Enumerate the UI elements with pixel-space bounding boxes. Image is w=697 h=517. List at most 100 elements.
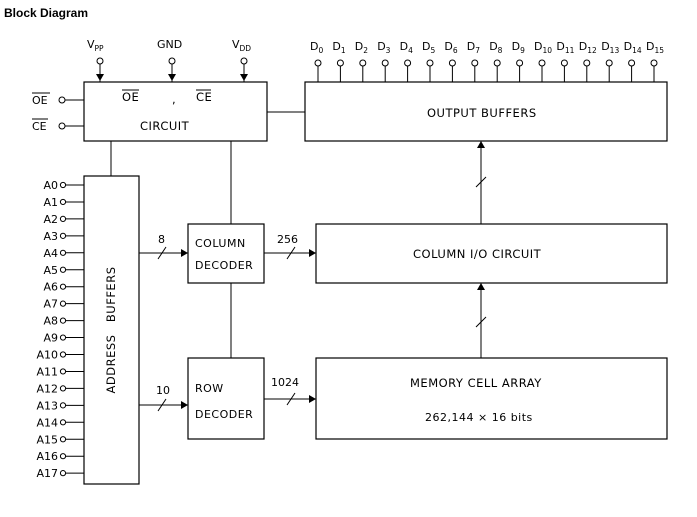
bus-addr-to-row: 10 (139, 384, 188, 412)
data-pin-label: D5 (422, 40, 435, 55)
bus-addr-to-col: 8 (139, 233, 188, 260)
address-pin-terminal (59, 385, 67, 392)
data-pin-terminal (336, 59, 344, 67)
data-pin-terminal (650, 59, 658, 67)
control-circuit-block: OE , CE CIRCUIT (83, 81, 268, 142)
address-pin-label: A1 (43, 196, 58, 209)
ce-pin-label: CE (32, 120, 47, 133)
bus-slash (286, 392, 296, 406)
bus-slash (286, 246, 296, 260)
bus-col-to-io: 256 (264, 233, 316, 260)
memory-array-block: MEMORY CELL ARRAY 262,144 × 16 bits (315, 357, 668, 440)
address-pin-label: A17 (36, 467, 58, 480)
address-pins: A0A1A2A3A4A5A6A7A8A9A10A11A12A13A14A15A1… (36, 179, 84, 480)
oe-pin-terminal (58, 96, 66, 104)
column-io-block: COLUMN I/O CIRCUIT (315, 223, 668, 284)
column-decoder-block: COLUMN DECODER (187, 223, 265, 284)
power-pin-label: VPP (87, 38, 104, 53)
bus-arrow (477, 283, 485, 290)
oe-pin-label: OE (32, 94, 48, 107)
data-pin-terminal (493, 59, 501, 67)
address-pin-terminal (59, 181, 67, 189)
power-pin-terminal (240, 57, 248, 65)
column-decoder-label-line1: COLUMN (195, 237, 246, 250)
bus-arrow (181, 401, 188, 409)
data-pin-label: D8 (489, 40, 502, 55)
data-pin-terminal (583, 59, 591, 67)
data-pin-label: D0 (310, 40, 323, 55)
address-pin-terminal (59, 232, 67, 239)
data-pin-terminal (314, 59, 322, 67)
bus-io-to-output (475, 141, 487, 224)
data-pin-terminal (628, 59, 636, 67)
data-pin-label: D3 (377, 40, 390, 55)
address-pin-label: A13 (36, 399, 58, 412)
address-pin-terminal (59, 419, 67, 426)
memory-array-box (315, 357, 668, 440)
column-io-label: COLUMN I/O CIRCUIT (413, 247, 542, 261)
address-pin-label: A5 (43, 264, 58, 277)
control-circuit-separator: , (172, 92, 176, 106)
data-pin-label: D10 (534, 40, 552, 55)
bus-arrow (181, 249, 188, 257)
bus-slash (157, 246, 167, 260)
address-pin-terminal (59, 368, 67, 375)
power-pin-terminal (96, 57, 104, 65)
column-decoder-box (187, 223, 265, 284)
data-pin-terminal (426, 59, 434, 67)
address-pin-terminal (59, 300, 67, 307)
data-pin-label: D11 (556, 40, 574, 55)
address-pin-label: A4 (43, 247, 58, 260)
power-pin-arrow (240, 74, 248, 81)
address-pin-terminal (59, 453, 67, 460)
column-decoder-label-line2: DECODER (195, 259, 253, 272)
data-pin-terminal (471, 59, 479, 67)
address-pin-label: A11 (36, 365, 58, 378)
address-pin-label: A14 (36, 416, 58, 429)
bus-slash (157, 398, 167, 412)
address-pin-label: A2 (43, 213, 58, 226)
control-circuit-ce-label: CE (196, 90, 212, 104)
address-pin-label: A3 (43, 230, 58, 243)
address-buffers-box (83, 175, 140, 485)
address-pin-terminal (59, 266, 67, 273)
output-buffers-block: OUTPUT BUFFERS (304, 81, 668, 142)
data-pin-label: D2 (355, 40, 368, 55)
address-buffers-label: ADDRESS BUFFERS (104, 267, 118, 394)
ce-pin-terminal (58, 122, 66, 130)
bus-width-label: 10 (156, 384, 170, 397)
control-circuit-oe-label: OE (122, 90, 139, 104)
address-pin-label: A6 (43, 281, 58, 294)
data-pin-terminal (359, 59, 367, 67)
data-pin-label: D1 (332, 40, 345, 55)
memory-array-label: MEMORY CELL ARRAY (410, 376, 542, 390)
bus-row-to-array: 1024 (264, 376, 316, 406)
power-pin-arrow (168, 74, 176, 81)
power-pin-arrow (96, 74, 104, 81)
data-pin-terminal (381, 59, 389, 67)
address-pin-label: A12 (36, 382, 58, 395)
bus-width-label: 1024 (271, 376, 299, 389)
data-pin-label: D9 (512, 40, 525, 55)
data-pin-label: D13 (601, 40, 619, 55)
address-pin-label: A8 (43, 315, 58, 328)
data-pin-terminal (516, 59, 524, 67)
row-decoder-label-line1: ROW (195, 382, 224, 395)
address-pin-terminal (59, 436, 67, 443)
bus-arrow (477, 141, 485, 148)
bus-width-label: 8 (158, 233, 165, 246)
address-pin-label: A7 (43, 298, 58, 311)
address-pin-label: A10 (36, 349, 58, 362)
power-pin-label: GND (157, 38, 182, 51)
row-decoder-box (187, 357, 265, 440)
address-pin-terminal (59, 402, 67, 409)
address-pin-label: A9 (43, 332, 58, 345)
row-decoder-block: ROW DECODER (187, 357, 265, 440)
bus-slash (475, 176, 487, 188)
address-pin-terminal (59, 334, 67, 341)
address-pin-label: A0 (43, 179, 58, 192)
data-pin-terminal (605, 59, 613, 67)
control-input-pins: OE CE (32, 92, 84, 133)
bus-slash (475, 316, 487, 328)
